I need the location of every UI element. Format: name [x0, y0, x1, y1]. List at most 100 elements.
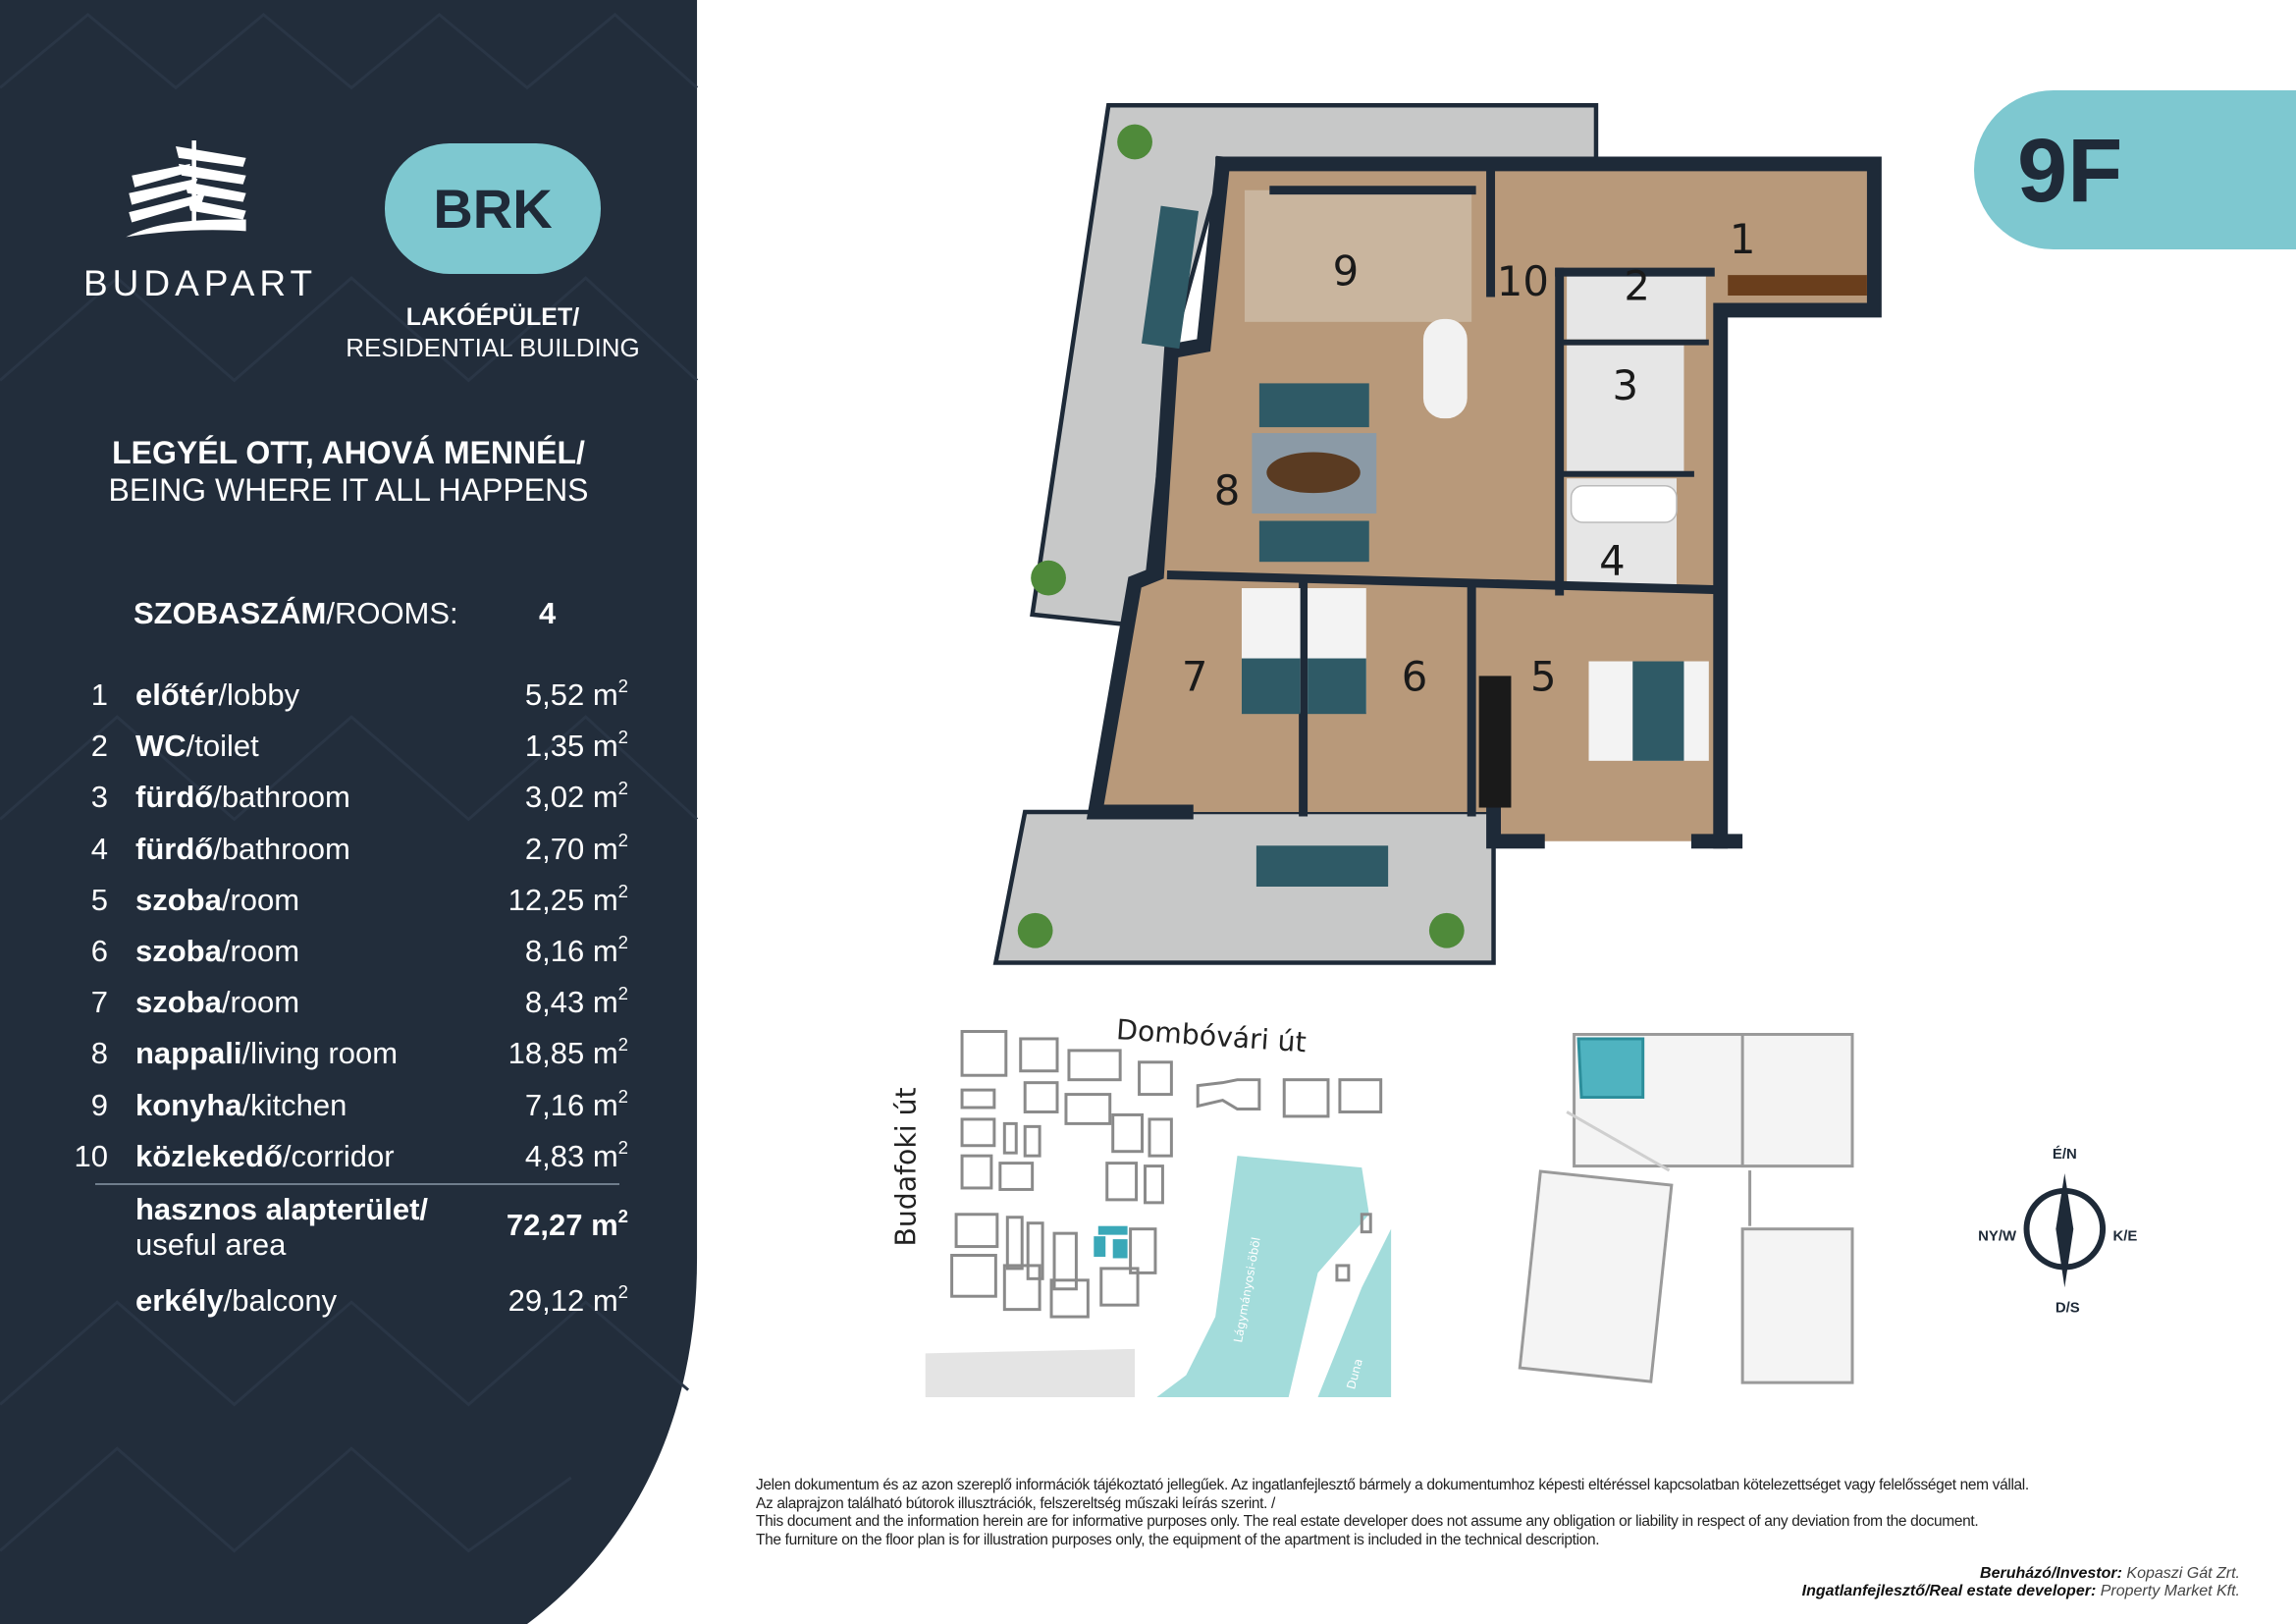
room-name: fürdő/bathroom: [135, 780, 350, 815]
room-area-unit-exp: 2: [617, 1034, 628, 1056]
rooms-count-value: 4: [539, 596, 557, 630]
room-area-unit: m: [592, 780, 618, 815]
coffee-table: [1266, 452, 1361, 494]
wardrobe-room-5: [1478, 676, 1512, 808]
developer-credit: Ingatlanfejlesztő/Real estate developer:…: [1802, 1583, 2240, 1600]
building-code: BRK: [433, 178, 553, 240]
room-area-number: 3,02: [524, 780, 585, 815]
room-area-unit: m: [592, 831, 618, 866]
dining-table: [1422, 318, 1468, 419]
compass-west: NY/W: [1978, 1229, 2017, 1245]
bay-water: [1156, 1156, 1369, 1398]
room-number: 10: [74, 1138, 108, 1173]
terrace-sofa: [1141, 205, 1200, 350]
bed-room-6-cover: [1308, 658, 1366, 715]
room-area: 8,16 m2: [525, 932, 628, 969]
rooms-count-label-en: /ROOMS:: [326, 596, 458, 630]
room-area-number: 12,25: [507, 882, 585, 917]
investor-name: Kopaszi Gát Zrt.: [2126, 1565, 2240, 1582]
apartment-id-badge: 9F: [1974, 90, 2296, 249]
walls: [1086, 155, 1882, 849]
apartment-id: 9F: [2017, 121, 2123, 221]
investor-label: Beruházó/Investor:: [1980, 1565, 2122, 1582]
plant-icon: [1017, 912, 1053, 948]
room-area-unit-exp: 2: [617, 983, 628, 1004]
room-area-unit-exp: 2: [617, 932, 628, 952]
room-area-number: 5,52: [524, 677, 585, 712]
room-area-unit-exp: 2: [617, 727, 628, 748]
room-name-hu: szoba: [135, 985, 222, 1020]
tagline-hu: LEGYÉL OTT, AHOVÁ MENNÉL/: [112, 435, 585, 470]
sofa-bottom: [1258, 520, 1369, 563]
tagline-en: BEING WHERE IT ALL HAPPENS: [108, 472, 589, 508]
room-area-unit: m: [592, 1087, 618, 1122]
rooms-count-label-hu: SZOBASZÁM: [133, 596, 327, 630]
balcony-unit-exp: 2: [617, 1281, 628, 1302]
room-number-8: 8: [1214, 466, 1241, 514]
room-name: fürdő/bathroom: [135, 832, 350, 867]
room-name-en: /room: [221, 882, 300, 917]
room-name: szoba/room: [135, 883, 299, 918]
room-area-number: 18,85: [507, 1036, 585, 1071]
balcony-label-hu: erkély: [135, 1283, 224, 1318]
plant-icon: [1031, 560, 1066, 596]
room-number: 2: [90, 729, 108, 764]
room-name: szoba/room: [135, 934, 299, 969]
room-area-unit-exp: 2: [617, 676, 628, 696]
lobby-cabinet: [1728, 275, 1867, 296]
building-type-hu: LAKÓÉPÜLET/: [405, 303, 580, 331]
room-name-en: /kitchen: [241, 1087, 347, 1122]
highlighted-building: [1094, 1225, 1128, 1259]
room-name-en: /bathroom: [213, 780, 350, 815]
room-area-number: 4,83: [524, 1138, 585, 1173]
room-name-en: /room: [221, 934, 300, 968]
compass-north: É/N: [2053, 1146, 2077, 1163]
room-area: 18,85 m2: [508, 1036, 628, 1071]
room-name-hu: előtér: [135, 677, 219, 712]
balcony-label-en: /balcony: [223, 1283, 338, 1318]
room-area: 1,35 m2: [525, 727, 628, 764]
room-area-unit: m: [592, 985, 618, 1020]
room-name: nappali/living room: [135, 1036, 398, 1071]
room-area-unit: m: [592, 677, 618, 712]
land-area: [925, 1348, 1136, 1398]
room-area-unit-exp: 2: [617, 1085, 628, 1107]
balcony-label: erkély/balcony: [135, 1283, 337, 1319]
highlighted-apartment: [1576, 1037, 1645, 1100]
room-name-hu: szoba: [135, 934, 222, 968]
disclaimer-line-2: Az alaprajzon található bútorok illusztr…: [756, 1495, 1276, 1512]
useful-area-row-en: useful area: [59, 1227, 628, 1267]
compass-south: D/S: [2056, 1301, 2080, 1317]
furniture: [1017, 124, 1867, 948]
room-area-unit: m: [592, 729, 618, 764]
room-area: 5,52 m2: [525, 677, 628, 713]
room-name-hu: WC: [135, 729, 187, 764]
room-name-hu: konyha: [135, 1087, 242, 1122]
room-area-number: 7,16: [524, 1087, 585, 1122]
room-number-4: 4: [1599, 537, 1626, 585]
room-area: 2,70 m2: [524, 831, 628, 867]
building-key-plan: [1518, 1033, 1854, 1384]
terrace-south: [992, 809, 1496, 965]
room-name: szoba/room: [135, 985, 299, 1020]
room-area: 12,25 m2: [507, 882, 628, 918]
room-area-number: 2,70: [524, 831, 585, 866]
bed-room-7-cover: [1241, 658, 1301, 715]
room-name-en: /corridor: [282, 1138, 395, 1173]
room-number-9: 9: [1333, 247, 1360, 296]
room-area-unit-exp: 2: [617, 1136, 628, 1158]
developer-name: Property Market Kft.: [2100, 1583, 2240, 1599]
room-number-7: 7: [1182, 652, 1208, 700]
room-numbers: 1 2 3 4 5 6 7 8 9 10: [1182, 215, 1755, 701]
room-name: közlekedő/corridor: [135, 1139, 395, 1174]
room-name-en: /room: [221, 985, 300, 1020]
room-area-unit: m: [592, 882, 618, 917]
